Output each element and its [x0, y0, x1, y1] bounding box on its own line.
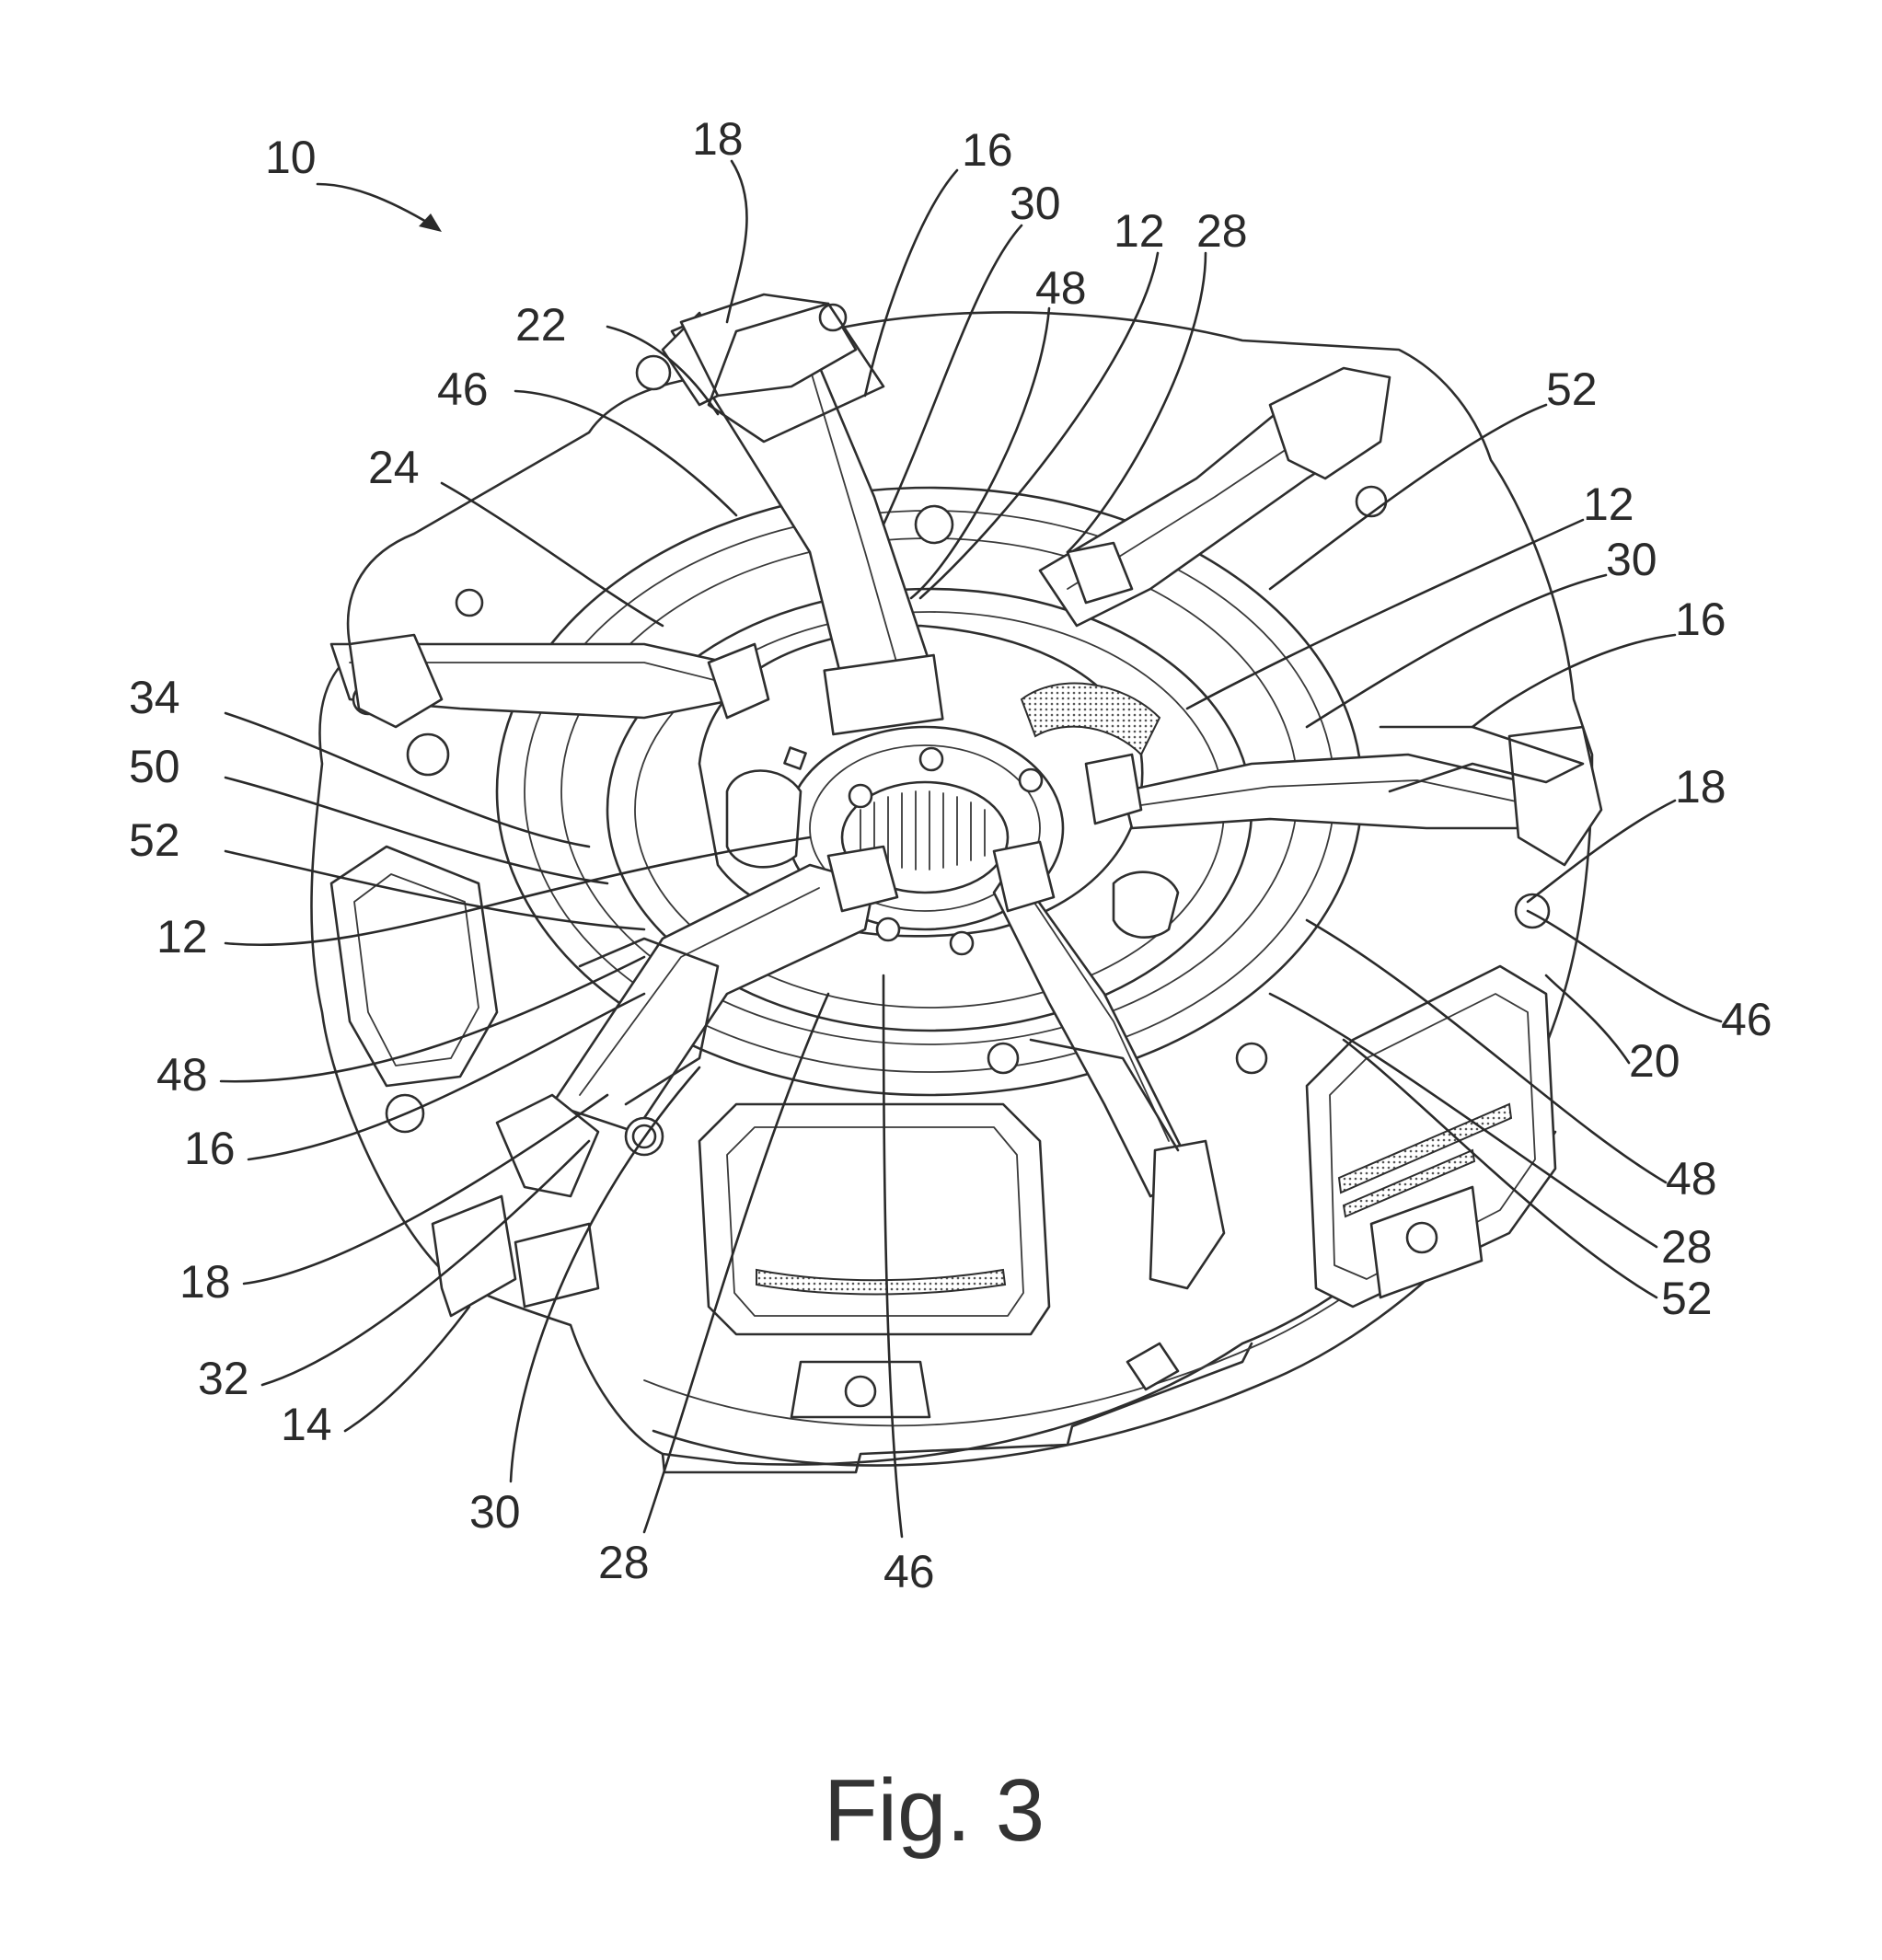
ref-numeral: 16 — [962, 124, 1013, 176]
clutch-assembly-drawing — [310, 293, 1603, 1474]
leader-16c — [247, 992, 646, 1161]
ref-numeral: 48 — [1035, 262, 1087, 314]
ref-numeral: 30 — [1606, 534, 1657, 585]
ref-numeral: 24 — [368, 442, 420, 493]
ref-numeral: 22 — [515, 299, 567, 351]
leader-52a — [1268, 403, 1548, 591]
leader-48c — [1305, 918, 1668, 1184]
leader-12b — [1185, 518, 1585, 710]
leader-30b — [1305, 573, 1608, 729]
ref-numeral: 46 — [883, 1546, 935, 1597]
leader-48b — [219, 955, 646, 1083]
ref-numeral: 52 — [129, 814, 180, 866]
leader-10 — [316, 182, 434, 227]
leader-18a — [725, 159, 748, 324]
leader-46b — [1526, 909, 1723, 1023]
leader-lines — [219, 159, 1723, 1539]
ref-numeral: 20 — [1629, 1035, 1680, 1087]
leader-22a — [606, 325, 720, 416]
ref-numeral: 32 — [198, 1353, 249, 1404]
leader-14a — [343, 1305, 471, 1433]
leader-16a — [863, 168, 959, 398]
leader-46a — [514, 389, 738, 517]
ref-numeral: 52 — [1661, 1273, 1713, 1324]
leader-48a — [909, 306, 1051, 600]
leader-52c — [1342, 1038, 1658, 1299]
retaining-wire-clips — [578, 302, 1585, 1152]
bolts — [406, 504, 1268, 1149]
ref-numeral: 18 — [692, 113, 744, 165]
leader-12a — [918, 251, 1160, 600]
ref-numeral: 34 — [129, 672, 180, 723]
ref-numeral: 14 — [281, 1399, 332, 1450]
figure-caption: Fig. 3 — [824, 1761, 1045, 1860]
ref-numeral: 52 — [1546, 363, 1598, 415]
leader-18b — [1526, 799, 1677, 904]
ref-numeral: 10 — [265, 132, 317, 183]
ref-numeral: 28 — [598, 1537, 650, 1588]
leader-28c — [642, 992, 830, 1534]
leader-52b — [224, 849, 646, 931]
leader-28a — [1066, 251, 1207, 554]
leader-12c — [224, 836, 812, 947]
ref-numeral: 18 — [179, 1256, 231, 1308]
ref-numeral: 28 — [1661, 1221, 1713, 1273]
leader-10-arrowhead — [419, 213, 442, 232]
ref-numeral: 48 — [156, 1049, 208, 1101]
leader-46c — [882, 974, 904, 1539]
ref-numeral: 46 — [1721, 994, 1772, 1045]
ref-numeral: 28 — [1196, 205, 1248, 257]
leader-28b — [1268, 992, 1658, 1249]
reference-numerals: 10 18 16 30 12 28 48 22 46 52 24 12 30 1… — [129, 113, 1772, 1597]
ref-numeral: 46 — [437, 363, 489, 415]
ref-numeral: 30 — [469, 1486, 521, 1538]
ref-numeral: 50 — [129, 741, 180, 792]
leader-30a — [882, 224, 1023, 526]
leader-18c — [242, 1093, 609, 1286]
leader-50a — [224, 776, 609, 885]
leader-20a — [1544, 974, 1631, 1065]
ref-numeral: 18 — [1675, 761, 1726, 813]
leader-30c — [509, 1066, 701, 1483]
ref-numeral: 12 — [1583, 478, 1634, 530]
ref-numeral: 12 — [156, 911, 208, 963]
ref-numeral: 16 — [184, 1123, 236, 1174]
leader-32a — [260, 1139, 591, 1387]
ref-numeral: 12 — [1114, 205, 1165, 257]
ref-numeral: 30 — [1010, 178, 1061, 229]
leader-16b — [1471, 633, 1677, 729]
leader-34a — [224, 711, 591, 848]
ref-numeral: 48 — [1666, 1153, 1717, 1205]
ref-numeral: 16 — [1675, 594, 1726, 645]
leader-24a — [440, 481, 664, 628]
spline-teeth — [860, 790, 986, 870]
